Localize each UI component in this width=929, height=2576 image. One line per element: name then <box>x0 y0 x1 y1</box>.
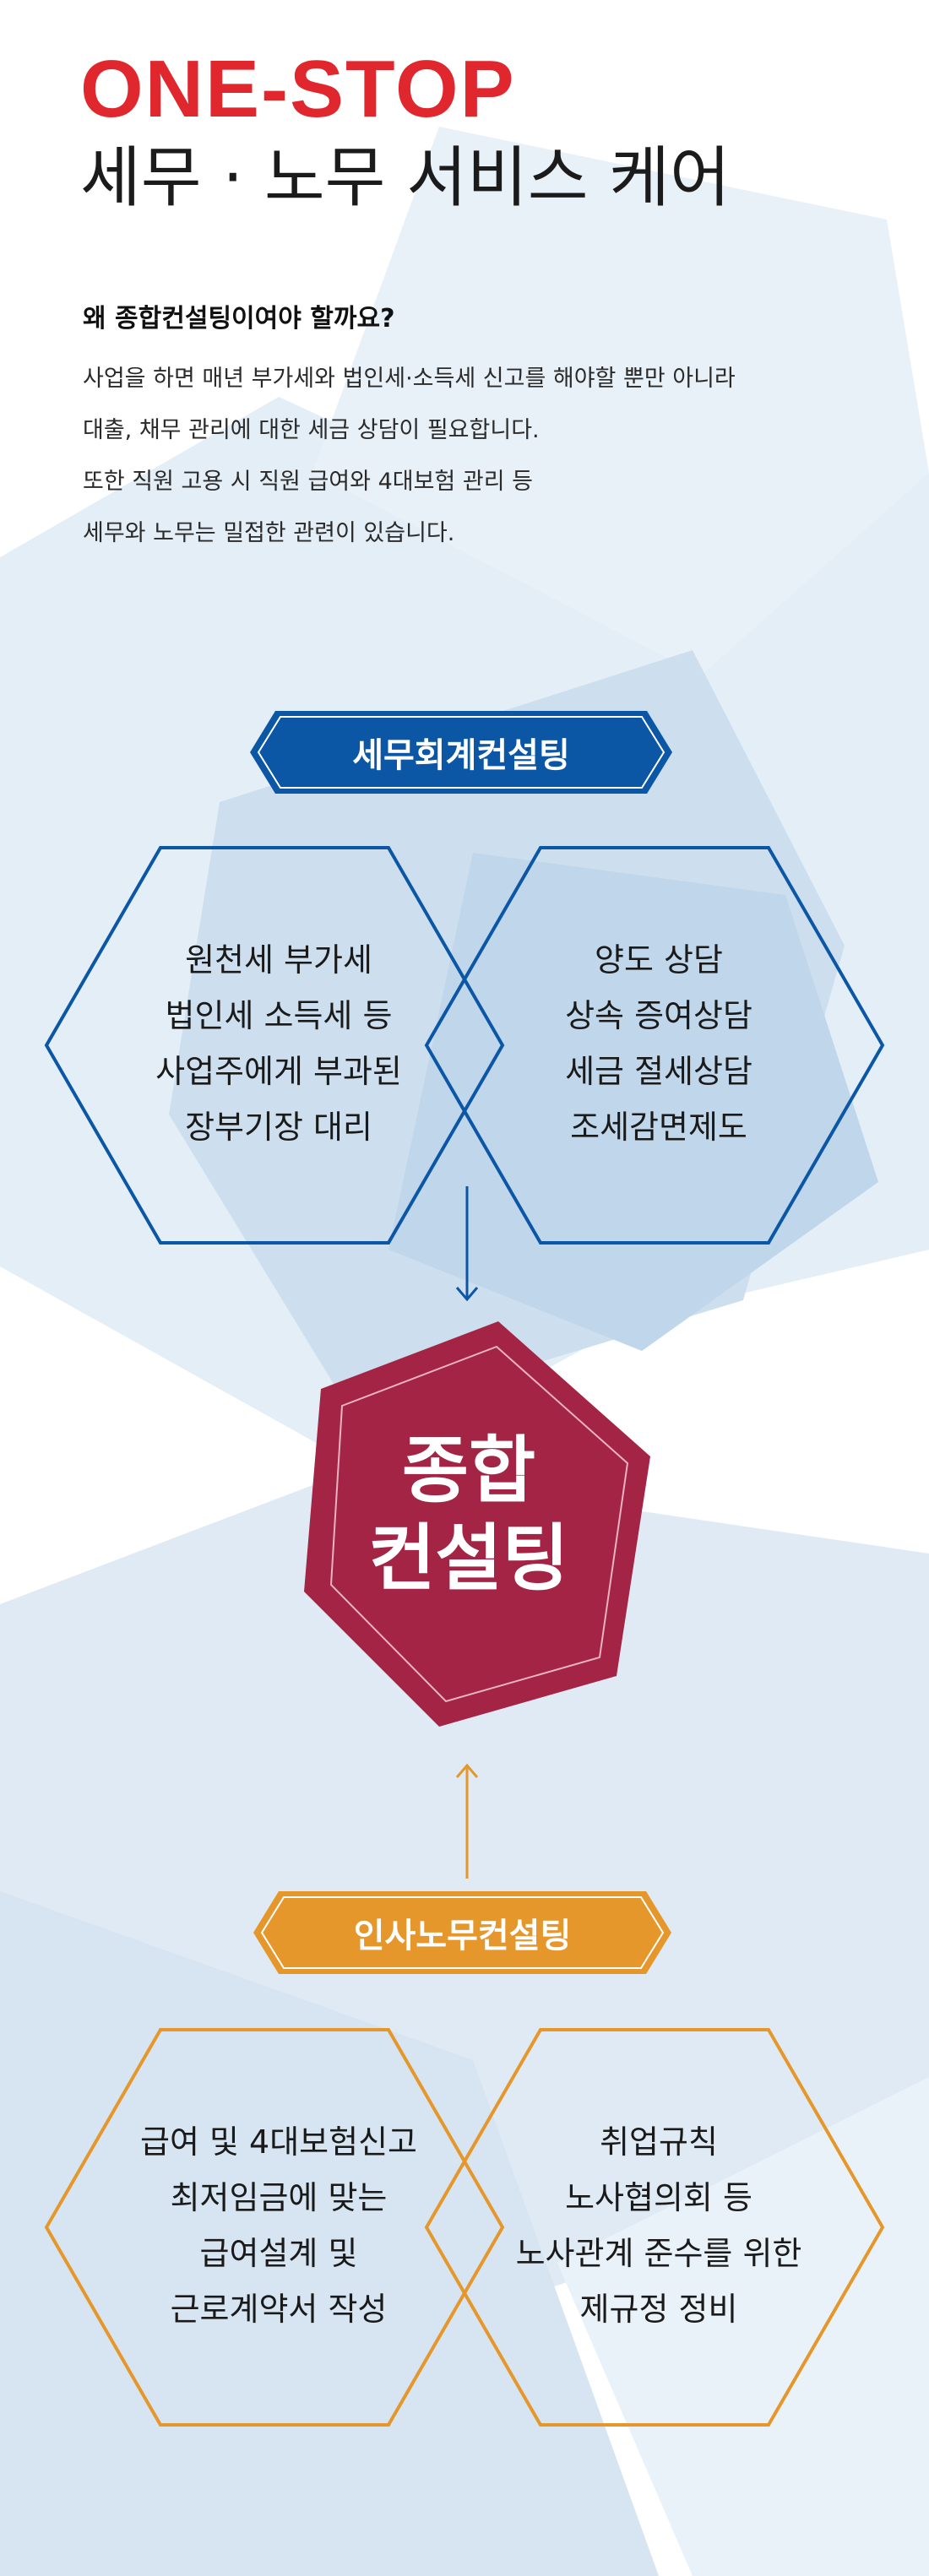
tax-left-hex-text: 원천세 부가세 법인세 소득세 등 사업주에게 부과된 장부기장 대리 <box>118 932 439 1155</box>
tax-left-item: 장부기장 대리 <box>185 1109 372 1146</box>
tax-hexagons <box>44 846 885 1245</box>
tax-left-item: 법인세 소득세 등 <box>165 997 393 1034</box>
labor-left-hex-text: 급여 및 4대보험신고 최저임금에 맞는 급여설계 및 근로계약서 작성 <box>118 2114 439 2337</box>
arrow-up-icon <box>455 1763 479 1879</box>
tax-right-item: 조세감면제도 <box>570 1109 747 1146</box>
center-title-line: 컨설팅 <box>368 1516 569 1601</box>
intro-line: 사업을 하면 매년 부가세와 법인세·소득세 신고를 해야할 뿐만 아니라 <box>83 366 736 392</box>
arrow-down-icon <box>455 1186 479 1302</box>
tax-right-item: 세금 절세상담 <box>565 1053 752 1090</box>
labor-left-item: 급여설계 및 <box>199 2235 358 2272</box>
intro-line: 또한 직원 고용 시 직원 급여와 4대보험 관리 등 <box>83 469 533 495</box>
tax-left-item: 원천세 부가세 <box>185 941 372 979</box>
labor-hexagons <box>44 2028 885 2427</box>
tax-right-item: 양도 상담 <box>595 941 723 979</box>
labor-banner-shape <box>253 1891 671 1974</box>
title-one-stop: ONE-STOP <box>80 44 516 134</box>
tax-banner-label: 세무회계컨설팅 <box>352 736 570 775</box>
labor-left-item: 최저임금에 맞는 <box>170 2179 388 2216</box>
tax-right-hex-text: 양도 상담 상속 증여상담 세금 절세상담 조세감면제도 <box>498 932 819 1155</box>
center-title: 종합 컨설팅 <box>300 1427 638 1603</box>
labor-right-item: 노사협의회 등 <box>565 2179 752 2216</box>
tax-left-item: 사업주에게 부과된 <box>155 1053 402 1090</box>
labor-left-item: 근로계약서 작성 <box>170 2291 388 2328</box>
labor-left-item: 급여 및 4대보험신고 <box>139 2123 418 2161</box>
labor-right-hex-text: 취업규칙 노사협의회 등 노사관계 준수를 위한 제규정 정비 <box>498 2114 819 2337</box>
intro-section: 왜 종합컨설팅이여야 할까요? 사업을 하면 매년 부가세와 법인세·소득세 신… <box>83 297 894 559</box>
intro-line: 세무와 노무는 밀접한 관련이 있습니다. <box>83 520 455 546</box>
tax-banner-shape <box>250 711 672 794</box>
title-service-care: 세무 · 노무 서비스 케어 <box>80 140 731 216</box>
labor-right-item: 취업규칙 <box>600 2123 718 2161</box>
intro-line: 대출, 채무 관리에 대한 세금 상담이 필요합니다. <box>83 417 540 443</box>
labor-right-item: 노사관계 준수를 위한 <box>515 2235 802 2272</box>
tax-consulting-banner: 세무회계컨설팅 <box>250 711 672 794</box>
intro-question: 왜 종합컨설팅이여야 할까요? <box>83 304 395 334</box>
center-hexagon <box>304 1321 650 1727</box>
center-title-line: 종합 <box>401 1429 536 1513</box>
labor-right-item: 제규정 정비 <box>579 2291 738 2328</box>
tax-right-item: 상속 증여상담 <box>565 997 752 1034</box>
labor-consulting-banner: 인사노무컨설팅 <box>253 1891 671 1974</box>
labor-banner-label: 인사노무컨설팅 <box>353 1917 572 1955</box>
